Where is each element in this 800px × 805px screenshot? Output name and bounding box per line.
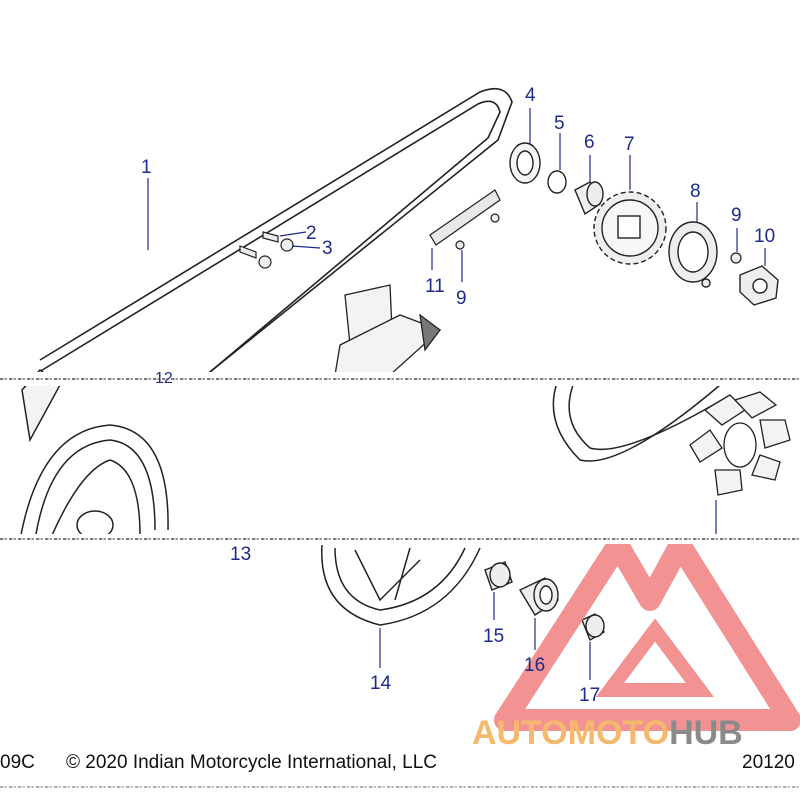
callout-9-top: 9 xyxy=(731,205,742,226)
callout-11: 11 xyxy=(425,276,445,297)
rear-pulley-14 xyxy=(321,544,481,626)
callout-9-center: 9 xyxy=(456,288,467,309)
callout-14: 14 xyxy=(370,673,392,694)
nut-10 xyxy=(739,265,779,306)
rear-pulley-13 xyxy=(19,368,169,541)
callout-12: 12 xyxy=(155,370,173,387)
damper-cushion xyxy=(689,391,791,496)
footer-copyright: © 2020 Indian Motorcycle International, … xyxy=(66,752,437,773)
watermark-brand-part2: HUB xyxy=(669,714,743,752)
scan-line-lower xyxy=(0,538,800,540)
callout-17: 17 xyxy=(579,685,601,706)
part-11-plate xyxy=(429,189,501,250)
spacer-6 xyxy=(574,181,604,216)
bolt-group-2-3 xyxy=(239,231,294,269)
belt-loop-right xyxy=(552,374,731,462)
bearing-16 xyxy=(519,577,559,616)
sprocket-7 xyxy=(593,191,667,265)
callout-2: 2 xyxy=(306,223,317,244)
callout-1: 1 xyxy=(141,157,152,178)
watermark-brand-part1: AUTOMOTO xyxy=(472,714,670,752)
callout-5: 5 xyxy=(554,113,565,134)
scan-line-upper xyxy=(0,378,800,380)
footer-left-code: 09C xyxy=(0,752,35,773)
ring-5 xyxy=(547,170,567,194)
callout-3: 3 xyxy=(322,238,333,259)
scan-line-bottom xyxy=(0,786,800,788)
callout-6: 6 xyxy=(584,132,595,153)
bolt-9 xyxy=(730,252,742,264)
callout-8: 8 xyxy=(690,181,701,202)
automotohub-logo-mark xyxy=(494,534,800,731)
belt-guard-bracket xyxy=(334,284,442,376)
callout-4: 4 xyxy=(525,85,536,106)
spacer-17 xyxy=(581,613,605,642)
callout-10: 10 xyxy=(754,226,776,247)
callout-7: 7 xyxy=(624,134,635,155)
callout-15: 15 xyxy=(483,626,505,647)
seal-4 xyxy=(509,142,541,184)
automotohub-watermark: AUTOMOTOHUB xyxy=(472,716,743,750)
callout-13: 13 xyxy=(230,544,252,565)
spacer-15 xyxy=(484,561,513,591)
lock-plate-8 xyxy=(668,221,718,288)
callout-16: 16 xyxy=(524,655,546,676)
footer-right-code: 20120 xyxy=(742,752,795,773)
